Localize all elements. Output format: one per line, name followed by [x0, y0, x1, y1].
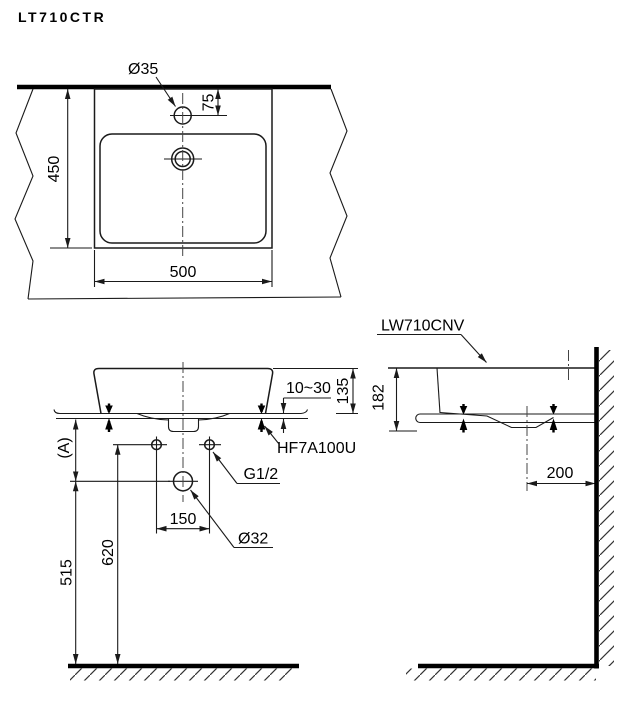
fixing-bolt-right: [257, 403, 266, 432]
counter-front-edge: [27, 296, 342, 300]
supply-hole-left: [150, 439, 163, 451]
top-view: 450 75 Ø35 500: [14, 61, 348, 300]
dim-drain-to-wall: 200: [547, 465, 574, 482]
dim-faucet-offset: 75: [201, 94, 218, 112]
leader-supply-thread: [212, 451, 238, 484]
supply-hole-right: [203, 439, 216, 451]
dim-supply-height: 620: [100, 539, 117, 566]
dim-variable-a: (A): [56, 437, 73, 458]
break-line-right: [329, 88, 348, 298]
dim-counter-thickness: 10~30: [286, 380, 331, 397]
side-bolt-left: [459, 404, 468, 433]
dim-drain-height: 515: [59, 559, 76, 586]
side-view: LW710CNV 182 200: [371, 318, 614, 681]
dim-total-height: 182: [371, 384, 388, 411]
side-bolt-right: [549, 404, 558, 433]
label-fixing-kit: HF7A100U: [277, 440, 356, 457]
counter-side-profile: [415, 413, 596, 424]
basin-outer-rect: [93, 88, 273, 249]
product-code-title: LT710CTR: [18, 9, 106, 25]
front-view: 10~30 135 HF7A100U (A) 515 620: [53, 362, 358, 681]
sink-front-face: [436, 367, 441, 414]
bowl-bottom-profile: [439, 411, 554, 429]
leader-drain-dia: [190, 489, 235, 548]
dim-height-above-counter: 135: [335, 378, 352, 405]
fixing-bolt-left: [105, 403, 113, 432]
label-faucet-hole-dia: Ø35: [128, 61, 158, 78]
leader-bowl-model: [460, 334, 487, 363]
dim-supply-spacing: 150: [170, 511, 197, 528]
counter-top-line: [53, 409, 309, 415]
leader-faucet-hole: [155, 76, 176, 107]
dim-basin-depth: 450: [46, 156, 63, 183]
bowl-underside-right: [198, 412, 230, 421]
floor-hatch-left-view: [70, 668, 292, 681]
wall-hatch: [599, 350, 614, 666]
leader-fixing-kit: [264, 425, 280, 445]
bowl-underside-left: [136, 412, 169, 421]
drain-boss: [167, 418, 200, 433]
break-line-left: [14, 88, 34, 300]
label-bowl-model: LW710CNV: [381, 318, 465, 335]
label-drain-dia: Ø32: [238, 531, 268, 548]
dim-basin-width: 500: [170, 264, 197, 281]
label-supply-thread: G1/2: [244, 466, 279, 483]
floor-hatch-side-view: [406, 668, 596, 681]
